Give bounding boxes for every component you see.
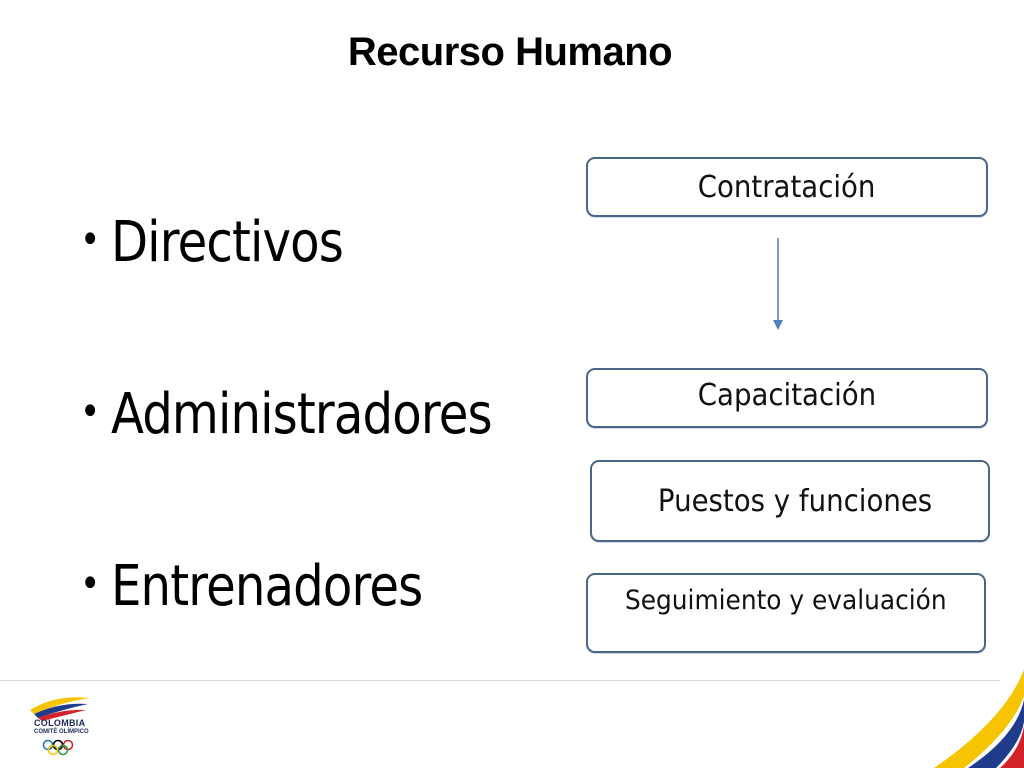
- bullet-text: Entrenadores: [110, 554, 423, 619]
- colombia-olympic-committee-logo: [30, 697, 90, 756]
- flag-swoosh-decoration: [934, 670, 1024, 768]
- footer-divider: [0, 680, 1000, 681]
- process-box-label: Contratación: [698, 169, 876, 205]
- bullet-dot: •: [80, 560, 100, 607]
- logo-text-country: COLOMBIA: [34, 718, 86, 728]
- down-arrow-icon: [773, 238, 783, 330]
- bullet-text: Administradores: [110, 382, 493, 447]
- process-box-label: Capacitación: [697, 377, 877, 413]
- bullet-dot: •: [80, 216, 100, 263]
- process-box-seguimiento: Seguimiento y evaluación: [586, 573, 986, 653]
- bullet-item: •Administradores: [80, 382, 493, 447]
- slide-title: Recurso Humano: [347, 30, 673, 74]
- logo-text-committee: COMITÉ OLÍMPICO: [34, 729, 89, 735]
- bullet-item: •Entrenadores: [80, 554, 423, 619]
- bullet-item: •Directivos: [80, 210, 344, 275]
- process-box-puestos: Puestos y funciones: [590, 460, 990, 542]
- process-box-capacitacion: Capacitación: [586, 368, 988, 428]
- bullet-dot: •: [80, 388, 100, 435]
- process-box-contratacion: Contratación: [586, 157, 988, 217]
- process-box-label: Puestos y funciones: [657, 483, 933, 519]
- bullet-text: Directivos: [110, 210, 344, 275]
- process-box-label: Seguimiento y evaluación: [625, 585, 947, 616]
